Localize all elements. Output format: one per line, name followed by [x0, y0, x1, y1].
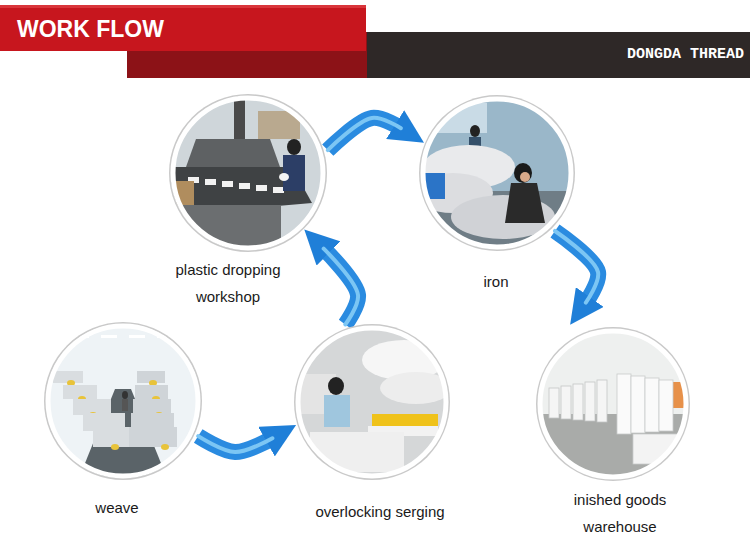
- worker-face: [520, 172, 530, 182]
- goods-bag: [585, 382, 595, 421]
- photo-ring: [423, 99, 571, 247]
- worker-head: [122, 391, 128, 399]
- goods-bag: [645, 378, 659, 432]
- work-table: [310, 432, 404, 472]
- arrow-highlight: [324, 249, 358, 325]
- photo-ring: [540, 331, 686, 477]
- worker-body: [283, 155, 305, 191]
- glove-item: [239, 183, 250, 189]
- process-circle: plastic dropping workshop: [157, 92, 339, 310]
- worker-head: [514, 163, 532, 183]
- arrow-body: [555, 231, 598, 303]
- photo-shadow: [536, 327, 690, 481]
- photo-scene: [296, 326, 452, 482]
- yellow-stack: [372, 414, 438, 426]
- worker-body: [122, 399, 128, 411]
- process-photo: [167, 92, 329, 254]
- knitting-machine: [129, 427, 177, 447]
- goods-bag: [549, 388, 559, 418]
- process-photo: [292, 322, 452, 482]
- table-leg: [312, 472, 318, 482]
- goods-bag: [631, 376, 645, 433]
- process-label: plastic dropping workshop: [163, 256, 293, 310]
- worker-shirt: [324, 395, 350, 427]
- goods-bag: [617, 374, 631, 434]
- warehouse-ceiling: [538, 329, 688, 479]
- red-band: [0, 5, 366, 51]
- photo-scene: [46, 324, 200, 478]
- worker-head: [470, 125, 480, 137]
- red-highlight: [0, 5, 366, 8]
- glove-item: [256, 185, 267, 191]
- process-photo: [42, 320, 204, 482]
- photo-shadow: [419, 95, 575, 251]
- glove-item: [222, 181, 233, 187]
- process-label: weave: [95, 494, 138, 521]
- arrow-highlight: [555, 231, 598, 303]
- process-label: iron: [483, 268, 508, 295]
- arrow-body: [324, 249, 358, 325]
- brand-name: DONGDA THREAD: [627, 45, 744, 65]
- yarn-cone: [111, 444, 119, 450]
- factory-hall: [46, 324, 200, 478]
- worker-head: [287, 139, 301, 155]
- goods-bag: [561, 386, 571, 419]
- yarn-cone: [161, 444, 169, 450]
- glove-item: [205, 179, 216, 185]
- flow-arrow: [324, 249, 358, 325]
- knitting-machine: [133, 399, 171, 415]
- photo-ring: [173, 98, 323, 248]
- process-label: overlocking serging: [315, 498, 444, 525]
- process-circle: weave: [42, 320, 204, 521]
- process-photo: [534, 325, 692, 483]
- worker-glove: [279, 173, 289, 181]
- goods-bag: [573, 384, 583, 420]
- photo-ring: [48, 326, 198, 476]
- glove-item: [273, 187, 284, 193]
- ceiling-light: [129, 335, 145, 338]
- process-circle: overlocking serging: [292, 322, 452, 525]
- hood: [186, 139, 280, 167]
- photo-scene: [417, 97, 573, 253]
- worker-head: [328, 377, 344, 395]
- ceiling-light: [101, 335, 117, 338]
- goods-bag: [597, 380, 607, 422]
- arrow-highlight: [198, 436, 272, 452]
- flow-arrow: [328, 118, 401, 150]
- process-label: inished goods warehouse: [561, 486, 679, 540]
- photo-scene: [538, 329, 692, 479]
- worker-apron: [505, 183, 545, 223]
- goods-bag: [659, 380, 673, 431]
- chimney: [234, 96, 245, 142]
- flow-arrow: [555, 231, 598, 303]
- flow-arrow: [198, 436, 272, 452]
- room-wall: [421, 97, 573, 249]
- photo-ring: [298, 328, 446, 476]
- diagram-title: WORK FLOW: [17, 14, 164, 44]
- process-circle: inished goods warehouse: [534, 325, 692, 540]
- photo-shadow: [44, 322, 202, 480]
- knitting-machine: [135, 385, 168, 399]
- arrow-highlight: [328, 118, 401, 150]
- photo-scene: [171, 96, 325, 254]
- process-circle: iron: [417, 93, 577, 295]
- arrow-body: [328, 118, 401, 150]
- process-photo: [417, 93, 577, 253]
- arrow-body: [198, 436, 272, 452]
